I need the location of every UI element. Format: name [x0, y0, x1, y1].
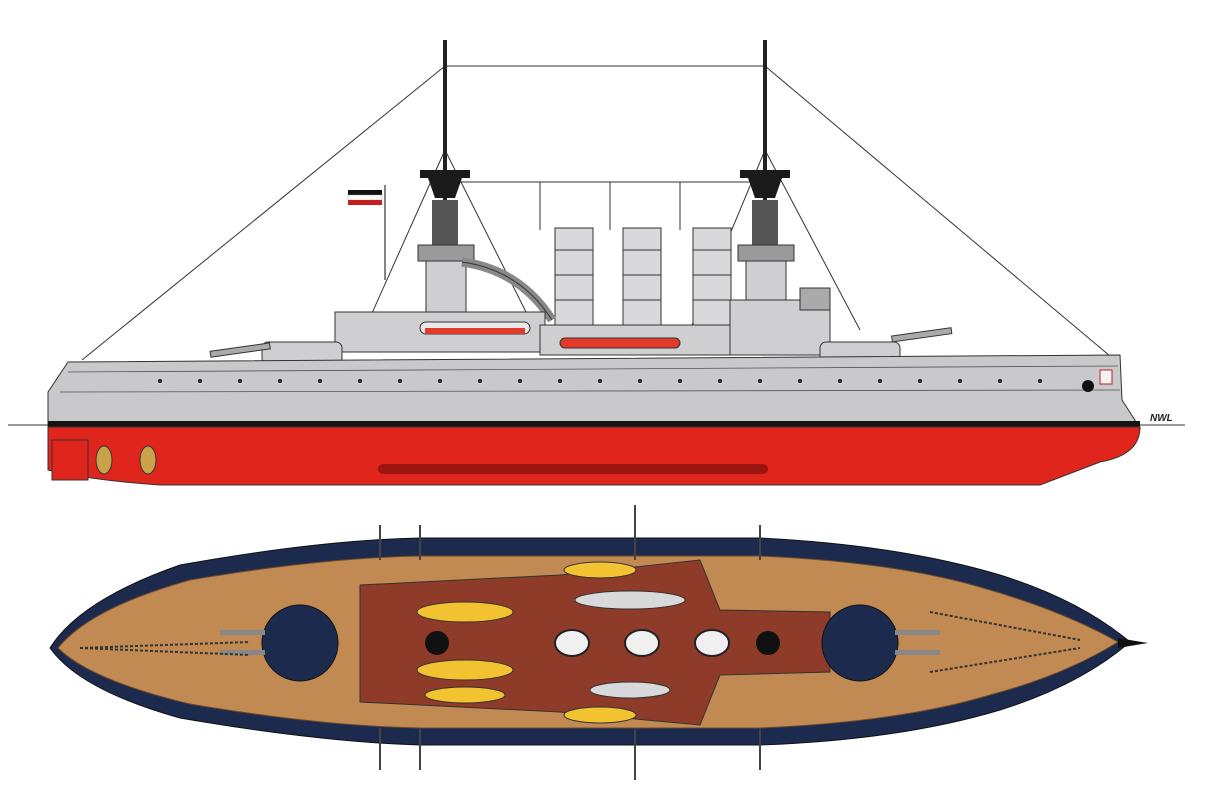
rigging — [81, 65, 1111, 361]
waterline-label: NWL — [1150, 413, 1173, 424]
hull — [47, 354, 1141, 431]
rudder — [51, 439, 89, 481]
plan-boats — [416, 561, 686, 724]
plan-bow-tip — [1118, 638, 1148, 648]
plan-view — [49, 505, 1148, 780]
plan-funnels — [554, 629, 730, 657]
propellers — [95, 445, 157, 475]
waterline-marker: NWL — [8, 413, 1185, 426]
mainmast — [737, 40, 795, 322]
plan-foremast — [425, 631, 449, 655]
superstructure — [334, 287, 831, 356]
plan-anchor-chains — [79, 611, 1081, 673]
plan-mainmast — [756, 631, 780, 655]
bow-crest — [1099, 369, 1113, 385]
funnels — [554, 227, 732, 329]
boat-crane — [461, 257, 556, 323]
hawse-anchor — [1082, 380, 1094, 392]
bottom-paint — [47, 426, 1141, 486]
plan-aft-turret — [821, 604, 940, 682]
plan-superstructure — [359, 559, 831, 726]
ensign-flag — [347, 185, 386, 280]
plan-booms — [379, 505, 761, 780]
plan-fore-turret — [220, 604, 339, 682]
fore-turret — [209, 341, 343, 365]
side-elevation: NWL — [8, 40, 1185, 486]
portholes — [158, 379, 1042, 383]
foremast — [417, 40, 475, 322]
